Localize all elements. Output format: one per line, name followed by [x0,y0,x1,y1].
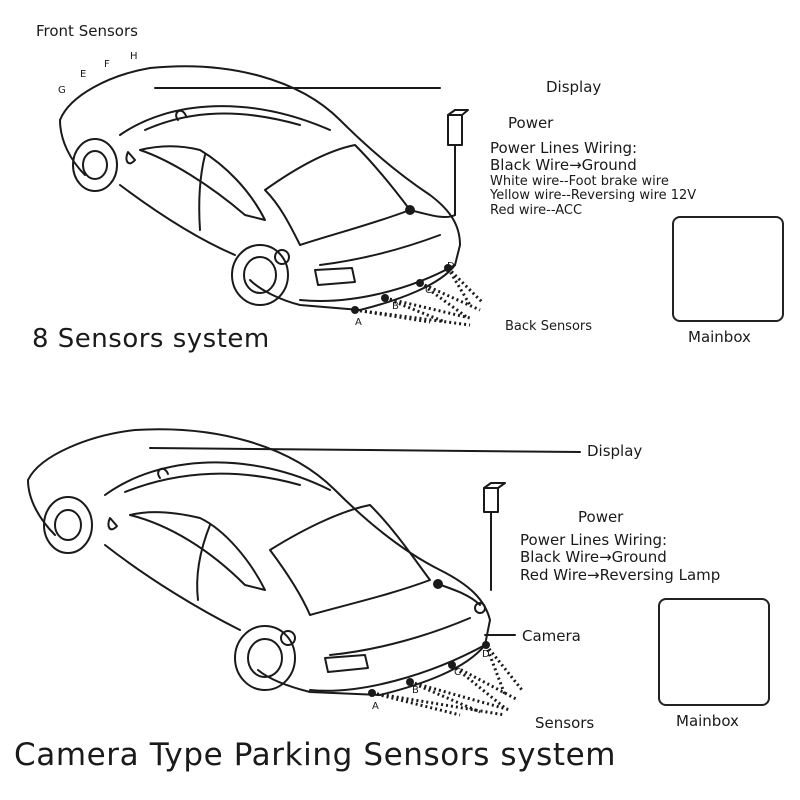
system-title: Camera Type Parking Sensors system [14,737,617,773]
display-label: Display [546,78,602,96]
wiring-line: White wire--Foot brake wire [490,173,669,189]
wiring-title: Power Lines Wiring: [490,139,638,157]
camera-sensor-diagram: Display Power Power Lines Wiring: Black … [0,400,800,800]
wiring-line: Red Wire→Reversing Lamp [520,565,721,584]
power-label: Power [508,114,554,132]
wiring-line: Yellow wire--Reversing wire 12V [490,188,697,204]
wiring-list: Power Lines Wiring: Black Wire→Ground Wh… [490,139,697,219]
sensors-label: Sensors [535,714,595,732]
back-sensor-letter-b: B [412,685,419,696]
front-sensor-letter-f: F [104,59,110,70]
mainbox-icon [672,216,784,322]
mainbox-label: Mainbox [676,712,739,730]
wiring-line: Red wire--ACC [490,203,583,219]
back-sensor-letter-c: C [454,667,461,678]
back-sensor-letter-d: D [482,649,490,660]
back-sensor-letter-b: B [392,301,399,312]
display-label: Display [587,442,643,460]
car-illustration-top [59,65,484,327]
back-sensor-letter-d: D [447,261,455,272]
camera-label: Camera [522,627,581,645]
power-label: Power [578,508,624,526]
back-sensor-letter-a: A [355,317,362,328]
back-sensor-letter-c: C [425,285,432,296]
car-illustration-bottom [27,428,581,717]
back-sensors-label: Back Sensors [505,319,593,334]
mainbox-icon [658,598,770,706]
back-sensor-beams [351,264,452,314]
front-sensor-letter-g: G [58,85,66,96]
back-sensor-letter-a: A [372,701,379,712]
wiring-list: Power Lines Wiring: Black Wire→Ground Re… [520,531,721,584]
wiring-line: Black Wire→Ground [490,156,637,175]
front-sensors-label: Front Sensors [36,22,138,40]
mainbox-label: Mainbox [688,328,751,346]
front-sensor-letter-e: E [80,69,87,80]
wiring-line: Black Wire→Ground [520,548,667,567]
front-sensor-letter-h: H [130,51,138,62]
wiring-title: Power Lines Wiring: [520,531,668,549]
system-title: 8 Sensors system [32,324,270,354]
eight-sensor-diagram: Front Sensors G E F H Display Power Powe… [0,0,800,380]
